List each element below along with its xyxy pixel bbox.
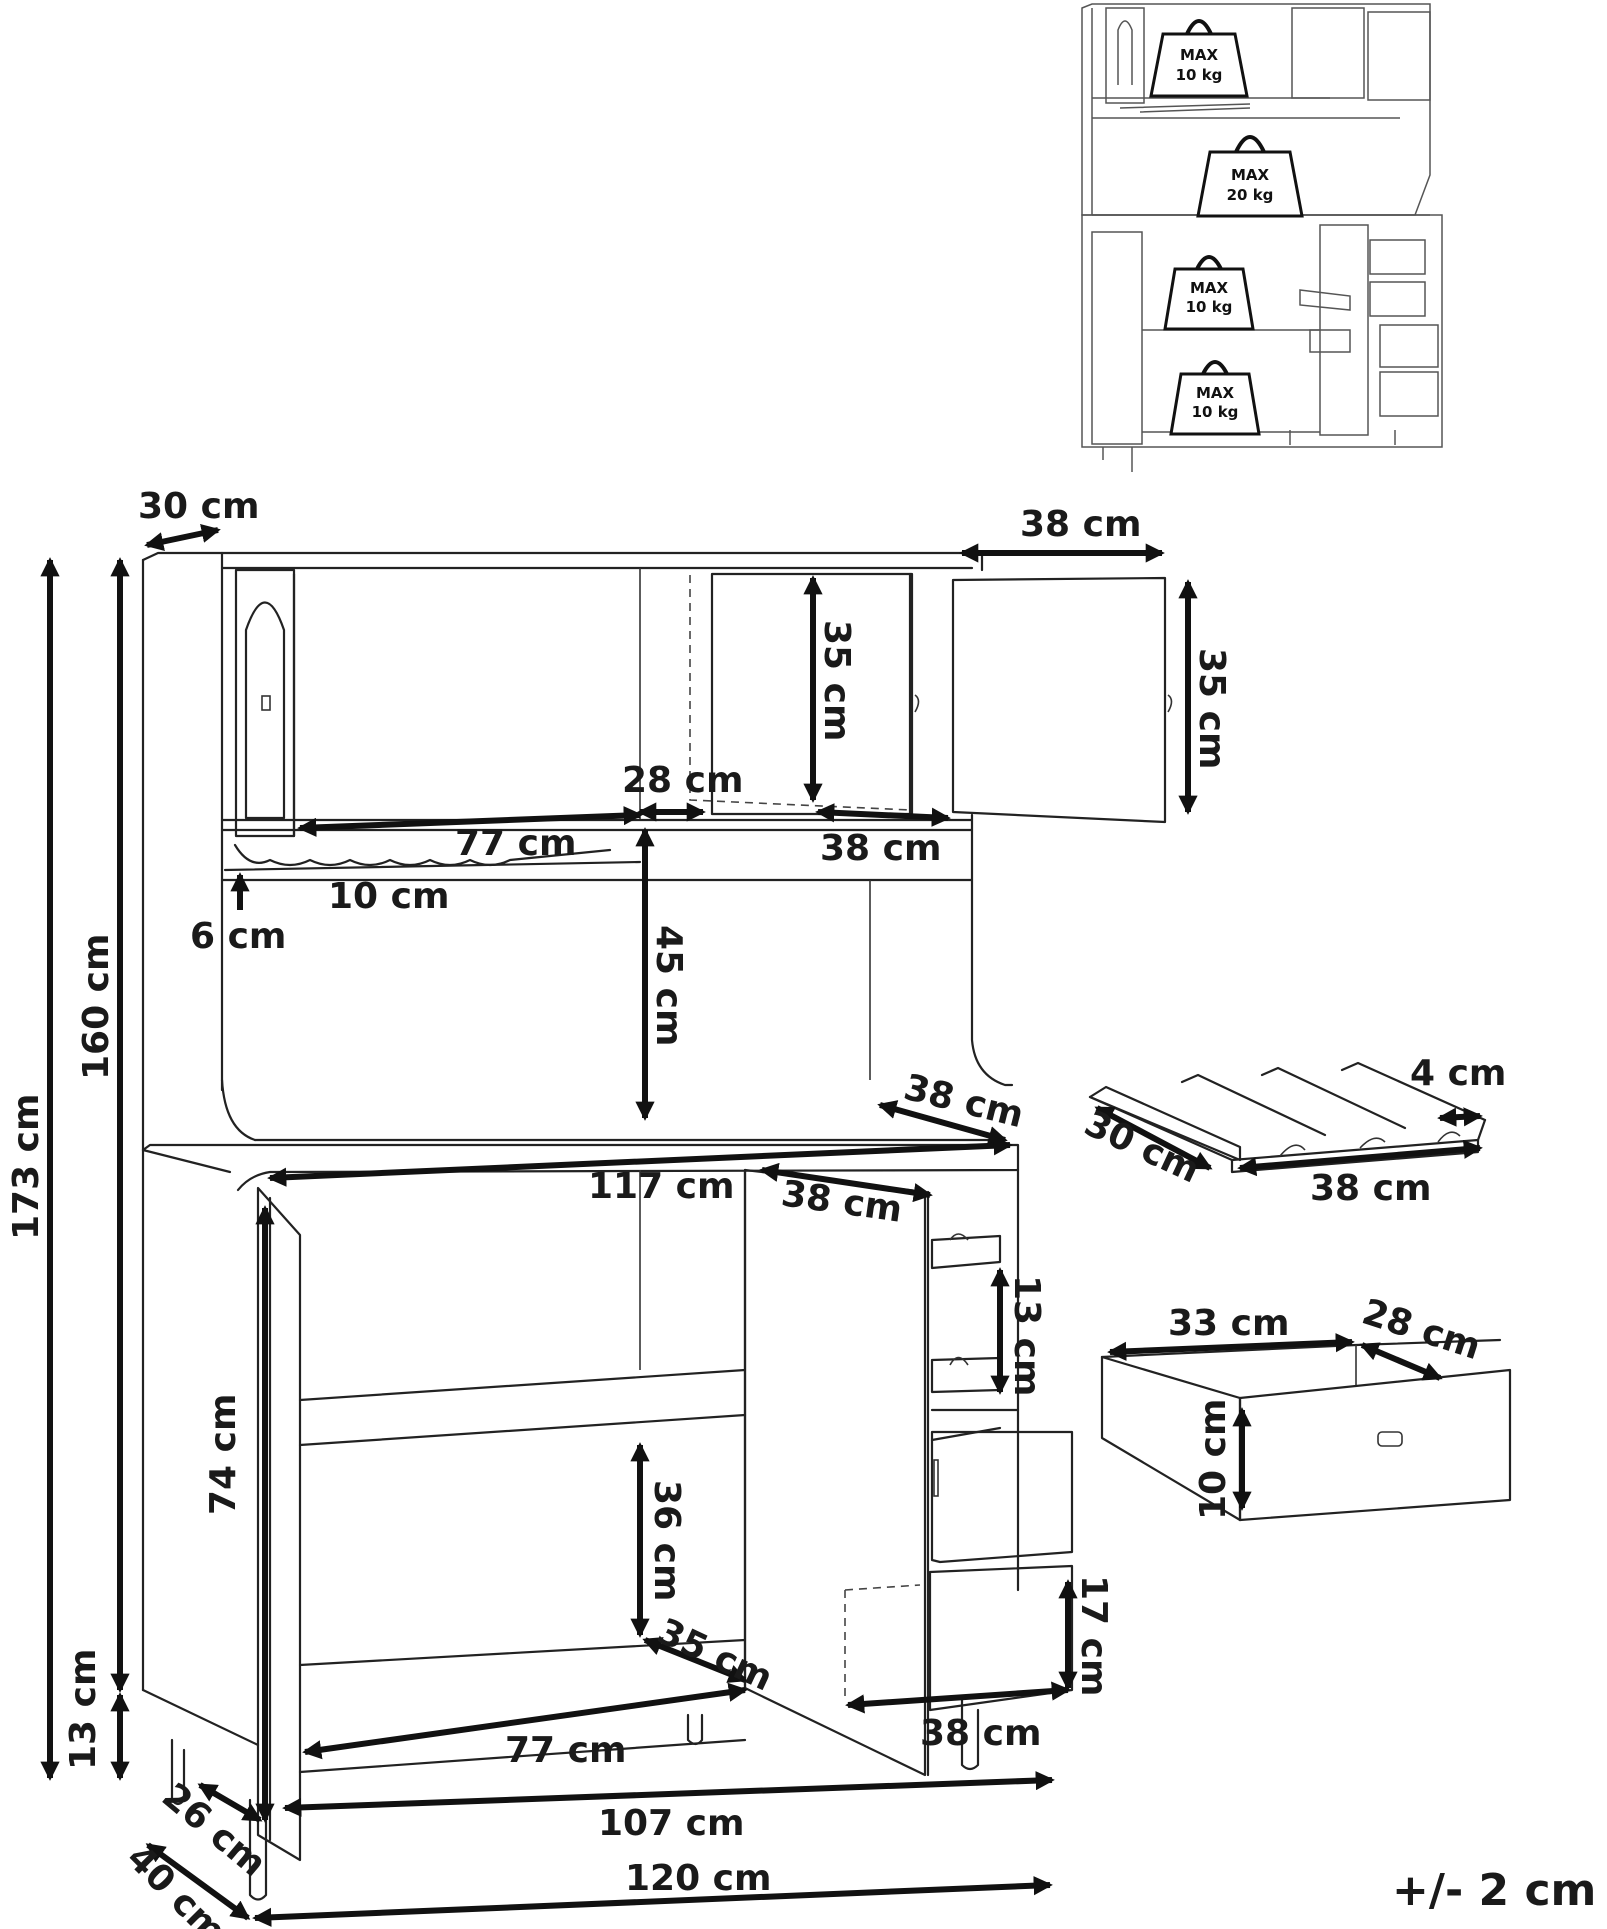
label-upper-right-width: 38 cm — [820, 828, 941, 869]
weight-label-line2: 10 kg — [1186, 298, 1233, 316]
label-lower-shelf-width: 77 cm — [505, 1730, 626, 1771]
label-mid-width: 117 cm — [588, 1166, 735, 1207]
weight-label-line2: 10 kg — [1192, 403, 1239, 421]
label-small-drawer-height: 13 cm — [1006, 1275, 1047, 1396]
label-total-width: 120 cm — [625, 1858, 772, 1899]
label-upper-door-height: 35 cm — [1191, 648, 1232, 769]
weight-label-line1: MAX — [1180, 46, 1219, 64]
weight-icon: MAX 10 kg — [1163, 255, 1255, 331]
dimension-labels: 30 cm 38 cm 35 cm 35 cm 28 cm 77 cm 38 c… — [6, 486, 1506, 1929]
label-lower-shelf-height: 36 cm — [646, 1480, 687, 1601]
label-drawer-width: 38 cm — [920, 1713, 1041, 1754]
thumbnail-cabinet: MAX 10 kg MAX 20 kg MAX 10 kg MAX 10 kg — [1081, 3, 1443, 472]
label-upper-side-depth: 28 cm — [622, 760, 743, 801]
label-rack-width: 38 cm — [1310, 1168, 1431, 1209]
weight-label-line2: 20 kg — [1227, 186, 1274, 204]
label-base-width: 107 cm — [598, 1803, 745, 1844]
weight-icon: MAX 10 kg — [1169, 360, 1261, 436]
label-drawer-inner-width: 33 cm — [1168, 1303, 1289, 1344]
tolerance-note: +/- 2 cm — [1392, 1865, 1596, 1916]
label-hutch-height: 45 cm — [648, 925, 689, 1046]
weight-label-line1: MAX — [1190, 279, 1229, 297]
label-lower-door-height: 74 cm — [203, 1394, 244, 1515]
label-upper-shelf-width: 77 cm — [455, 823, 576, 864]
main-cabinet — [141, 551, 1173, 1901]
drawer-detail — [1100, 1338, 1512, 1522]
label-drawer-depth: 28 cm — [1357, 1292, 1485, 1369]
label-drawer-height: 10 cm — [1193, 1399, 1234, 1520]
label-body-height: 160 cm — [76, 933, 117, 1080]
label-upper-door-width: 38 cm — [1020, 504, 1141, 545]
label-upper-inner-height: 35 cm — [816, 620, 857, 741]
weight-label-line1: MAX — [1196, 384, 1235, 402]
label-top-depth: 30 cm — [138, 486, 259, 527]
weight-label-line1: MAX — [1231, 166, 1270, 184]
weight-icon: MAX 10 kg — [1149, 19, 1249, 98]
weight-label-line2: 10 kg — [1176, 66, 1223, 84]
label-total-height: 173 cm — [6, 1093, 47, 1240]
label-rack-thickness: 4 cm — [1410, 1053, 1506, 1094]
label-rack-slot: 10 cm — [328, 876, 449, 917]
dimension-arrows — [40, 523, 1483, 1927]
label-lower-door-width: 38 cm — [779, 1173, 905, 1231]
label-lower-depth: 35 cm — [651, 1611, 778, 1700]
weight-icon: MAX 20 kg — [1196, 135, 1304, 218]
label-leg-height: 13 cm — [63, 1649, 104, 1770]
label-rack-depth: 30 cm — [1078, 1103, 1205, 1192]
label-large-drawer-height: 17 cm — [1073, 1575, 1114, 1696]
label-rack-height: 6 cm — [190, 916, 286, 957]
